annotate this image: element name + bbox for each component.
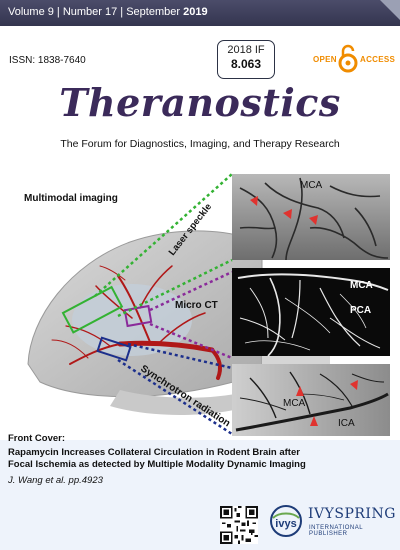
qr-code-icon bbox=[220, 506, 258, 544]
impact-factor-value: 8.063 bbox=[230, 57, 262, 71]
front-cover-title: Front Cover: bbox=[8, 433, 65, 444]
journal-title: Theranostics bbox=[59, 80, 341, 125]
panel-laser-speckle: MCA bbox=[232, 174, 390, 261]
publisher-logo-mark: ivys bbox=[275, 518, 296, 530]
publisher-subtitle: INTERNATIONAL PUBLISHER bbox=[309, 525, 363, 537]
impact-factor-badge: 2018 IF 8.063 bbox=[217, 40, 275, 79]
open-access-open-text: OPEN bbox=[313, 55, 337, 64]
skull-jaw bbox=[110, 390, 250, 415]
journal-tagline: The Forum for Diagnostics, Imaging, and … bbox=[60, 138, 340, 150]
issn: ISSN: 1838-7640 bbox=[9, 55, 86, 66]
cover-figure: MCA MCA PCA bbox=[24, 173, 390, 436]
issue-info: Volume 9 | Number 17 | September 2019 bbox=[8, 6, 208, 18]
label-pca-ct: PCA bbox=[350, 305, 371, 316]
roi-laser-speckle bbox=[61, 285, 124, 334]
front-cover-description: Rapamycin Increases Collateral Circulati… bbox=[8, 447, 306, 470]
corner-fold bbox=[380, 0, 400, 20]
blue-connector-bottom bbox=[117, 358, 233, 436]
open-lock-icon bbox=[338, 44, 358, 73]
issue-bar: Volume 9 | Number 17 | September 2019 bbox=[0, 0, 400, 26]
open-access-logo: OPEN ACCESS bbox=[313, 44, 396, 73]
label-micro-ct: Micro CT bbox=[175, 300, 218, 311]
green-connector-top bbox=[94, 173, 233, 297]
figure-heading: Multimodal imaging bbox=[24, 193, 118, 204]
footer-panel bbox=[0, 440, 400, 550]
label-mca-sync: MCA bbox=[283, 398, 306, 409]
panel-synchrotron: MCA ICA bbox=[232, 364, 390, 436]
open-access-access-text: ACCESS bbox=[360, 55, 396, 64]
label-mca-ct: MCA bbox=[350, 280, 373, 291]
label-ica-sync: ICA bbox=[338, 418, 355, 429]
publisher-name: IVYSPRING bbox=[308, 506, 396, 522]
roi-synchrotron bbox=[96, 336, 132, 362]
ivyspring-logo-icon: ivys bbox=[270, 505, 302, 537]
purple-connector-bottom bbox=[149, 322, 233, 360]
impact-factor-label: 2018 IF bbox=[227, 44, 265, 56]
label-mca-laser: MCA bbox=[300, 180, 323, 191]
publisher-logo: ivys IVYSPRING INTERNATIONAL PUBLISHER bbox=[265, 502, 395, 546]
issue-year: 2019 bbox=[183, 6, 208, 18]
front-cover-citation: J. Wang et al. pp.4923 bbox=[8, 475, 103, 486]
panel-micro-ct: MCA PCA bbox=[232, 268, 390, 357]
